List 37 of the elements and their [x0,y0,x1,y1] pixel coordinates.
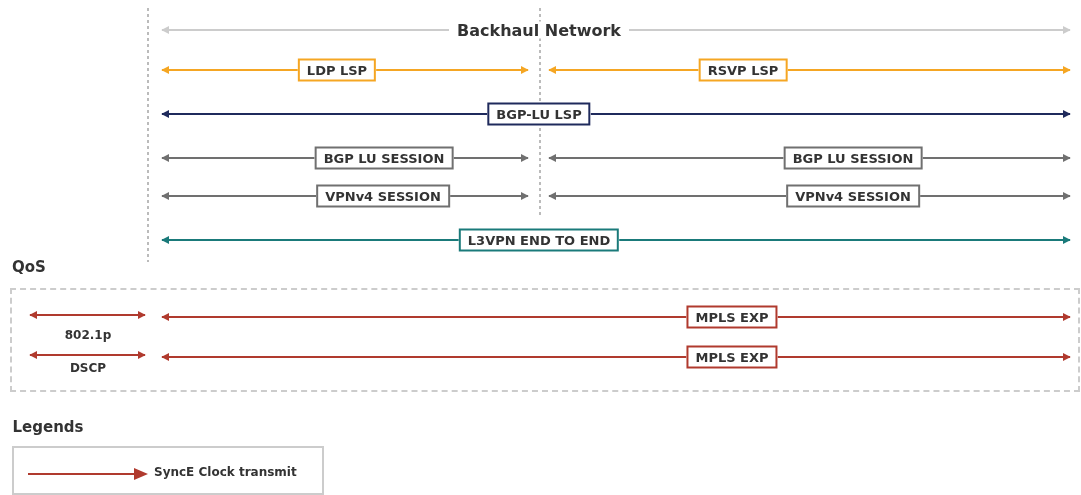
label-box: BGP LU SESSION [783,146,923,170]
qos-label: 802.1p [64,328,112,342]
arrow [161,353,688,361]
arrow [161,192,318,200]
arrow [618,236,1071,244]
arrow [375,66,529,74]
label-box: VPNv4 SESSION [316,184,450,208]
arrow [786,66,1071,74]
label-box: BGP-LU LSP [487,102,591,126]
label-box: MPLS EXP [686,345,778,369]
label-box: VPNv4 SESSION [786,184,920,208]
arrow [161,154,316,162]
legend-text: SyncE Clock transmit [154,465,297,479]
label-box: BGP LU SESSION [314,146,454,170]
arrow [776,313,1071,321]
section-heading: Legends [12,418,84,436]
label-box: L3VPN END TO END [458,228,620,252]
arrow [918,192,1071,200]
arrow [161,236,460,244]
arrow [161,66,299,74]
label-box: RSVP LSP [698,58,788,82]
arrow [452,154,529,162]
label-box: LDP LSP [297,58,377,82]
arrow [776,353,1071,361]
arrow [921,154,1071,162]
arrow [628,26,1071,34]
arrow [548,154,785,162]
arrow [161,110,489,118]
arrow [448,192,529,200]
qos-label: DSCP [69,361,107,375]
arrow [548,66,700,74]
section-heading: QoS [12,258,46,276]
arrow [548,192,788,200]
label-box: MPLS EXP [686,305,778,329]
arrow [589,110,1071,118]
arrow [161,26,450,34]
arrow [161,313,688,321]
